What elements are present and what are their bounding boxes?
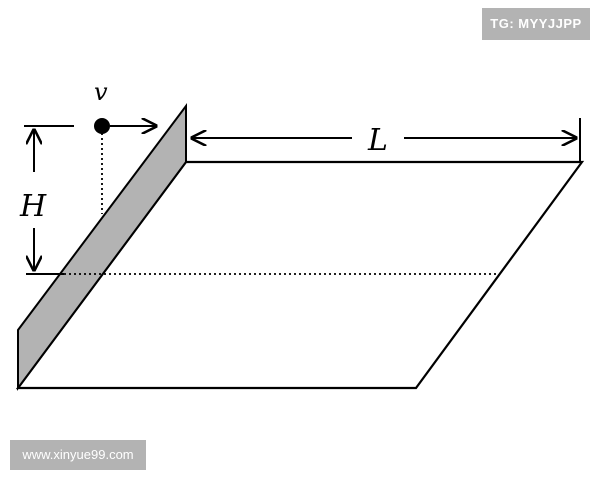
ball: [94, 118, 110, 134]
length-label: L: [367, 123, 388, 158]
watermark-top-right: TG: MYYJJPP: [482, 8, 590, 40]
height-label: H: [19, 189, 47, 224]
velocity-label: v: [94, 78, 108, 106]
watermark-bottom-left: www.xinyue99.com: [10, 440, 146, 470]
